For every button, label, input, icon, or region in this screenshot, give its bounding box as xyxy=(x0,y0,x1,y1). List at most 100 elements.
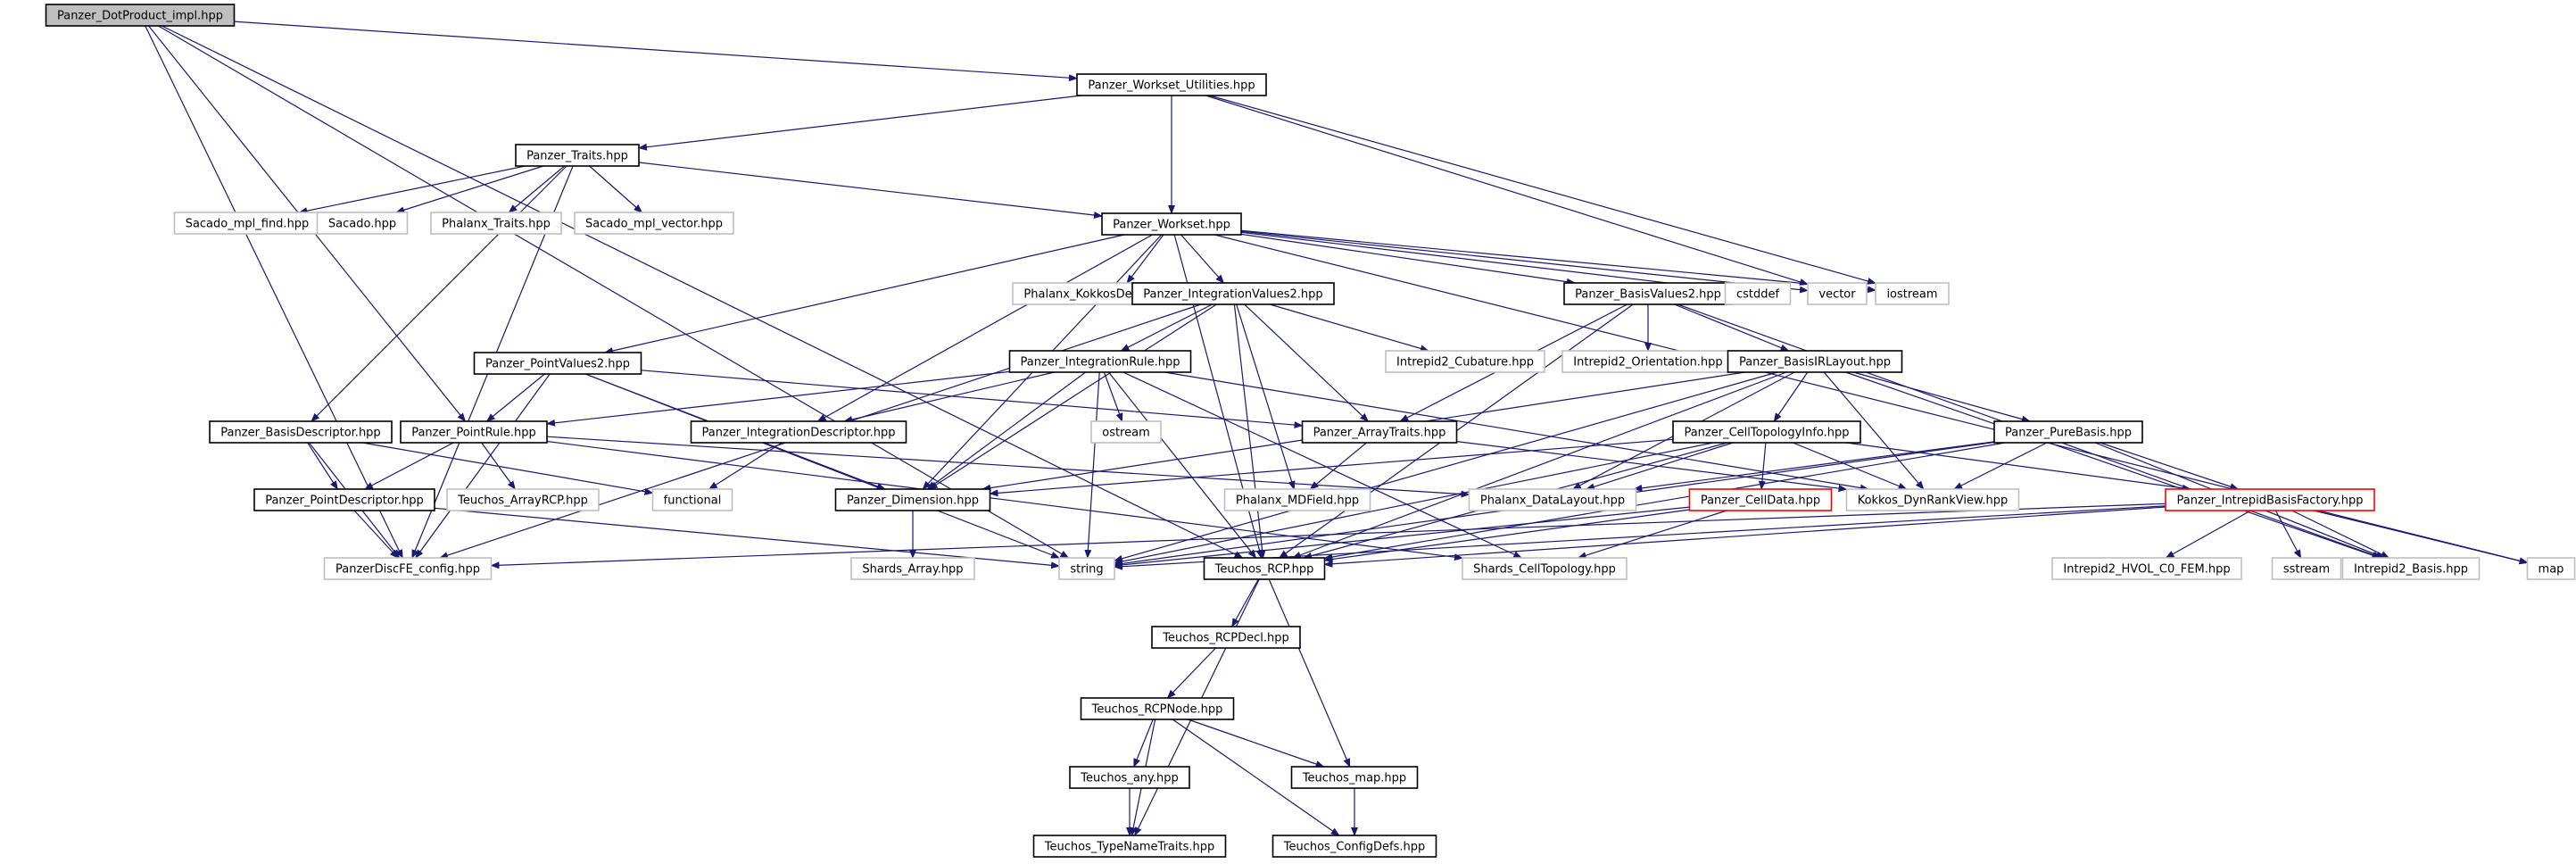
node-kokkos-dynrankview-hpp[interactable]: Kokkos_DynRankView.hpp xyxy=(1845,488,2020,511)
node-intrepid2-basis-hpp[interactable]: Intrepid2_Basis.hpp xyxy=(2341,557,2481,580)
node-panzer-celldata-hpp[interactable]: Panzer_CellData.hpp xyxy=(1688,488,1833,511)
node-panzer-pointvalues2-hpp[interactable]: Panzer_PointValues2.hpp xyxy=(473,352,642,375)
node-panzer-basisdescriptor-hpp[interactable]: Panzer_BasisDescriptor.hpp xyxy=(209,420,393,444)
node-label: Shards_CellTopology.hpp xyxy=(1473,563,1616,577)
node-label: Phalanx_MDField.hpp xyxy=(1236,494,1359,508)
node-cstddef[interactable]: cstddef xyxy=(1724,282,1792,305)
node-shards-celltopology-hpp[interactable]: Shards_CellTopology.hpp xyxy=(1462,557,1628,580)
node-panzer-basisirlayout-hpp[interactable]: Panzer_BasisIRLayout.hpp xyxy=(1727,350,1903,373)
node-label: Panzer_Dimension.hpp xyxy=(847,494,979,508)
node-phalanx-datalayout-hpp[interactable]: Phalanx_DataLayout.hpp xyxy=(1468,488,1637,511)
node-teuchos-typenametraits-hpp[interactable]: Teuchos_TypeNameTraits.hpp xyxy=(1032,835,1227,858)
node-map[interactable]: map xyxy=(2526,557,2576,580)
node-box xyxy=(1008,350,1192,373)
node-box xyxy=(1727,350,1903,373)
edge-ptrule-to-ptdesc xyxy=(364,442,454,490)
edge-workset-to-iostream xyxy=(1240,229,1876,294)
edge-intrule-to-shardsct xyxy=(1122,371,1523,559)
node-string[interactable]: string xyxy=(1058,557,1115,580)
edge-ptrule-to-datalay xyxy=(546,436,1470,498)
node-box xyxy=(316,212,409,235)
node-ostream[interactable]: ostream xyxy=(1090,420,1162,444)
edge-root-to-config xyxy=(145,25,403,559)
node-panzer-integrationvalues2-hpp[interactable]: Panzer_IntegrationValues2.hpp xyxy=(1131,282,1335,305)
edge-basirl-to-rcp xyxy=(1291,371,1787,559)
edge-workset-to-intval xyxy=(1180,234,1225,284)
node-box xyxy=(1462,557,1628,580)
node-panzer-workset-hpp[interactable]: Panzer_Workset.hpp xyxy=(1101,212,1242,236)
node-shards-array-hpp[interactable]: Shards_Array.hpp xyxy=(850,557,975,580)
node-iostream[interactable]: iostream xyxy=(1875,282,1950,305)
node-sstream[interactable]: sstream xyxy=(2271,557,2342,580)
edge-celltop-to-datalay xyxy=(1585,442,1734,491)
node-sacado-mpl-find-hpp[interactable]: Sacado_mpl_find.hpp xyxy=(173,212,321,235)
node-label: Panzer_PointDescriptor.hpp xyxy=(265,494,424,508)
node-panzer-intrepidbasisfactory-hpp[interactable]: Panzer_IntrepidBasisFactory.hpp xyxy=(2165,488,2375,511)
node-panzer-purebasis-hpp[interactable]: Panzer_PureBasis.hpp xyxy=(1993,420,2143,444)
edge-workset-to-vector xyxy=(1240,230,1809,294)
node-teuchos-rcpnode-hpp[interactable]: Teuchos_RCPNode.hpp xyxy=(1080,697,1235,720)
node-label: Panzer_Workset.hpp xyxy=(1113,219,1230,232)
node-intrepid2-cubature-hpp[interactable]: Intrepid2_Cubature.hpp xyxy=(1385,350,1545,373)
edge-basirl-to-string xyxy=(1114,371,1777,562)
edge-traits-to-phtraits xyxy=(508,165,565,213)
node-panzer-celltopologyinfo-hpp[interactable]: Panzer_CellTopologyInfo.hpp xyxy=(1672,420,1861,444)
node-teuchos-arrayrcp-hpp[interactable]: Teuchos_ArrayRCP.hpp xyxy=(446,488,600,511)
node-box xyxy=(1807,282,1868,305)
node-panzer-dotproduct-impl-hpp[interactable]: Panzer_DotProduct_impl.hpp xyxy=(45,4,236,27)
node-label: Panzer_IntrepidBasisFactory.hpp xyxy=(2176,494,2363,508)
node-teuchos-rcpdecl-hpp[interactable]: Teuchos_RCPDecl.hpp xyxy=(1151,626,1301,649)
node-label: iostream xyxy=(1886,288,1937,302)
node-label: Intrepid2_Basis.hpp xyxy=(2354,563,2468,577)
node-functional[interactable]: functional xyxy=(651,488,733,511)
node-label: Phalanx_DataLayout.hpp xyxy=(1480,494,1625,508)
node-label: Sacado_mpl_vector.hpp xyxy=(585,218,723,231)
node-intrepid2-hvol-c0-fem-hpp[interactable]: Intrepid2_HVOL_C0_FEM.hpp xyxy=(2051,557,2242,580)
node-panzer-basisvalues2-hpp[interactable]: Panzer_BasisValues2.hpp xyxy=(1563,282,1733,305)
node-box xyxy=(1385,350,1545,373)
node-panzer-workset-utilities-hpp[interactable]: Panzer_Workset_Utilities.hpp xyxy=(1076,73,1267,96)
node-phalanx-traits-hpp[interactable]: Phalanx_Traits.hpp xyxy=(430,212,562,235)
edge-ptdesc-to-config xyxy=(353,510,399,559)
node-label: Teuchos_any.hpp xyxy=(1080,772,1179,785)
node-box xyxy=(1032,835,1227,858)
node-panzer-pointdescriptor-hpp[interactable]: Panzer_PointDescriptor.hpp xyxy=(253,488,435,511)
node-label: Panzer_Workset_Utilities.hpp xyxy=(1088,79,1255,93)
edge-ptval-to-ptrule xyxy=(485,373,545,422)
node-box xyxy=(1101,212,1242,236)
node-box xyxy=(400,420,548,444)
node-box xyxy=(1203,557,1326,580)
node-panzer-dimension-hpp[interactable]: Panzer_Dimension.hpp xyxy=(834,488,991,511)
node-label: Panzer_PureBasis.hpp xyxy=(2005,427,2132,440)
node-panzer-integrationrule-hpp[interactable]: Panzer_IntegrationRule.hpp xyxy=(1008,350,1192,373)
node-label: Panzer_IntegrationValues2.hpp xyxy=(1143,288,1322,302)
edge-ptrule-to-shardsct xyxy=(546,440,1463,561)
node-label: Teuchos_TypeNameTraits.hpp xyxy=(1044,841,1215,854)
node-label: Kokkos_DynRankView.hpp xyxy=(1858,494,2009,508)
edge-workset-to-intdesc xyxy=(816,234,1153,422)
node-label: ostream xyxy=(1102,427,1150,440)
edge-ibf-to-string xyxy=(1114,505,2166,570)
node-phalanx-mdfield-hpp[interactable]: Phalanx_MDField.hpp xyxy=(1223,488,1371,511)
edge-celltop-to-string xyxy=(1114,442,1714,565)
edge-arrtr-to-kokdyn xyxy=(1456,441,1848,493)
node-teuchos-configdefs-hpp[interactable]: Teuchos_ConfigDefs.hpp xyxy=(1271,835,1437,858)
edge-rcpnode-to-any xyxy=(1133,719,1154,768)
node-panzer-arraytraits-hpp[interactable]: Panzer_ArrayTraits.hpp xyxy=(1301,420,1458,444)
node-sacado-mpl-vector-hpp[interactable]: Sacado_mpl_vector.hpp xyxy=(574,212,734,235)
node-sacado-hpp[interactable]: Sacado.hpp xyxy=(316,212,409,235)
node-teuchos-rcp-hpp[interactable]: Teuchos_RCP.hpp xyxy=(1203,557,1326,580)
edge-workset-to-basval xyxy=(1240,233,1576,286)
node-panzer-traits-hpp[interactable]: Panzer_Traits.hpp xyxy=(515,144,640,167)
node-panzer-integrationdescriptor-hpp[interactable]: Panzer_IntegrationDescriptor.hpp xyxy=(690,420,907,444)
node-panzer-pointrule-hpp[interactable]: Panzer_PointRule.hpp xyxy=(400,420,548,444)
node-teuchos-map-hpp[interactable]: Teuchos_map.hpp xyxy=(1290,766,1419,789)
node-intrepid2-orientation-hpp[interactable]: Intrepid2_Orientation.hpp xyxy=(1561,350,1735,373)
node-label: Panzer_IntegrationDescriptor.hpp xyxy=(702,427,896,440)
edge-wsu-to-traits xyxy=(638,95,1081,151)
node-panzerdiscfe-config-hpp[interactable]: PanzerDiscFE_config.hpp xyxy=(323,557,493,580)
node-vector[interactable]: vector xyxy=(1807,282,1868,305)
node-teuchos-any-hpp[interactable]: Teuchos_any.hpp xyxy=(1069,766,1190,789)
node-box xyxy=(1223,488,1371,511)
edge-wsu-to-vector xyxy=(1205,95,1809,286)
